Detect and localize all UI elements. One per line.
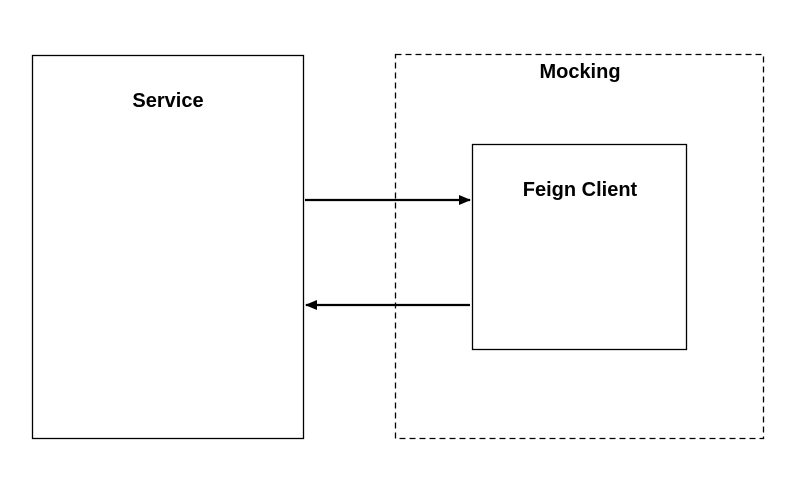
mocking-container [394, 53, 765, 440]
mocking-label: Mocking [539, 61, 620, 83]
feign-client-label: Feign Client [523, 179, 638, 201]
feign-client-box [471, 143, 688, 351]
service-group: Service [31, 54, 305, 440]
feign-client-group: Feign Client [471, 143, 688, 351]
mocking-group: Mocking [394, 53, 765, 440]
service-label: Service [132, 90, 203, 112]
service-box [31, 54, 305, 440]
